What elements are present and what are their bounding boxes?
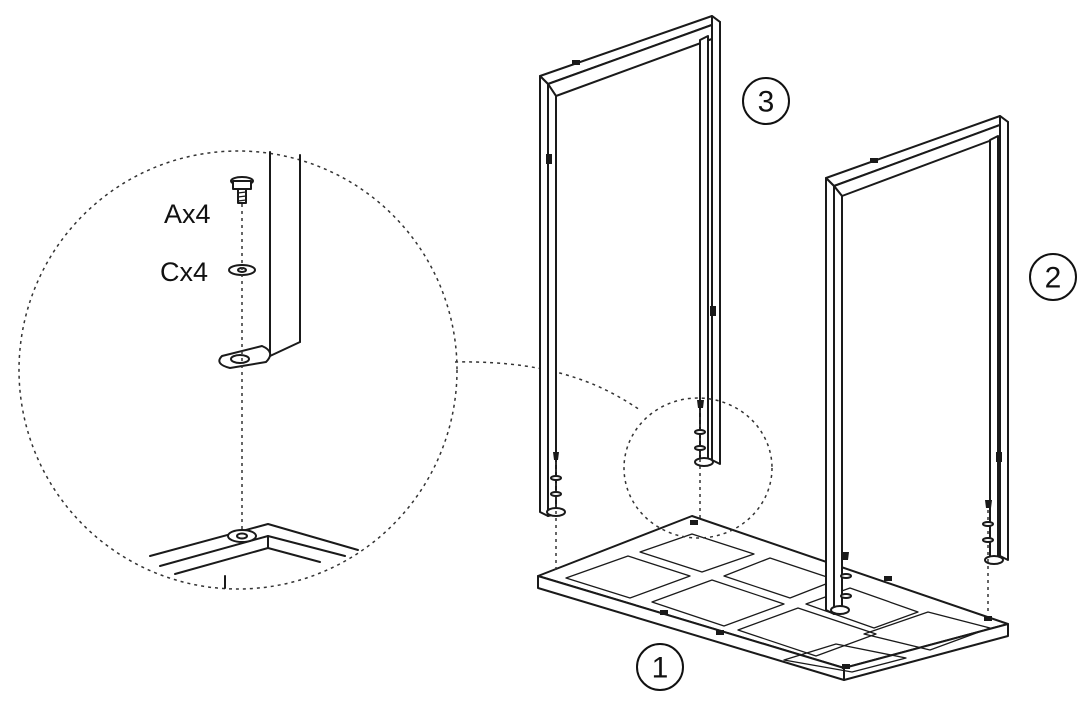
base-frame <box>537 515 1009 681</box>
detail-target-circle <box>623 397 773 539</box>
right-frame-hardware <box>840 500 994 612</box>
part-callout-3: 3 <box>742 77 790 125</box>
part-callout-1: 1 <box>636 643 684 691</box>
bolt-icon <box>230 176 254 204</box>
detail-bracket-plate <box>218 345 272 369</box>
bolt-quantity-label: Ax4 <box>164 199 211 229</box>
part-number-3: 3 <box>758 86 775 119</box>
part-callout-2: 2 <box>1029 253 1077 301</box>
right-upright-frame <box>825 115 1009 615</box>
washer-quantity-label: Cx4 <box>160 257 208 287</box>
part-number-2: 2 <box>1045 262 1062 295</box>
left-frame-hardware <box>550 400 706 570</box>
detail-zoom-circle <box>18 150 641 590</box>
detail-base-corner <box>149 523 359 589</box>
detail-post <box>269 151 301 357</box>
left-upright-frame <box>539 15 721 517</box>
part-number-1: 1 <box>652 652 669 685</box>
